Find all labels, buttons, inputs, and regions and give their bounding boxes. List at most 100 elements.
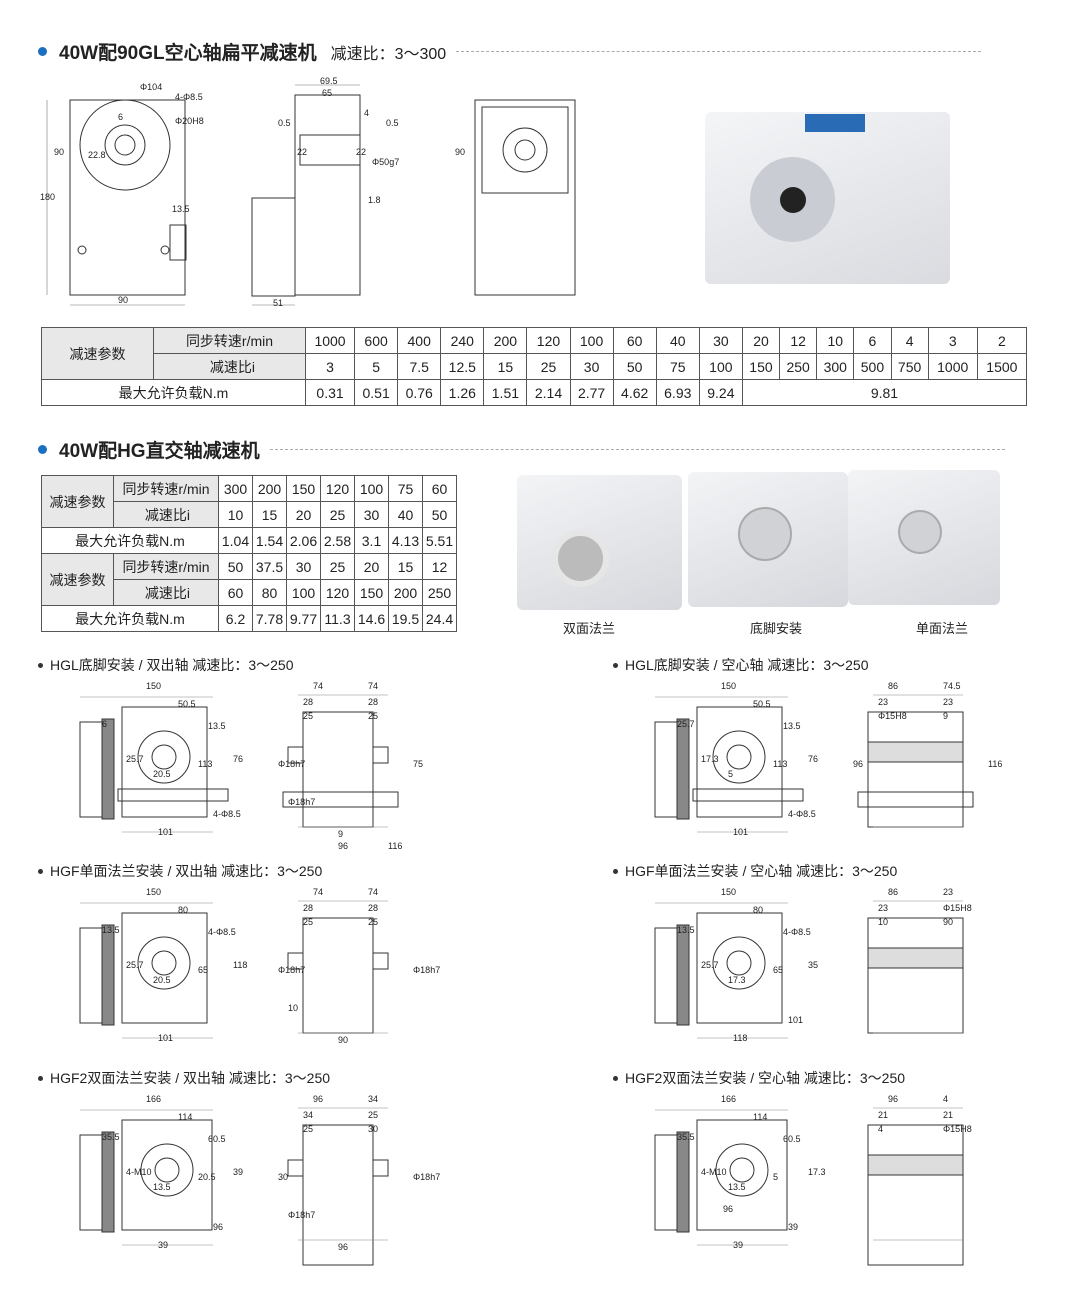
svg-text:Φ20H8: Φ20H8 [175,116,204,126]
dimension-label: 23 [943,697,953,707]
dimension-label: Φ18h7 [278,965,305,975]
load-cell: 7.78 [252,605,287,632]
speed-cell: 3 [927,327,978,354]
dimension-label: 114 [753,1112,767,1122]
speed-cell: 6 [853,327,892,354]
load-cell-merged: 9.81 [741,379,1028,406]
dimension-label: 13.5 [677,925,695,935]
load-cell: 0.31 [304,379,356,406]
ratio-cell: 750 [890,353,929,380]
dimension-label: 166 [146,1094,161,1104]
bullet-icon [38,1075,43,1081]
load-cell: 1.26 [440,379,485,406]
dimension-label: 118 [233,960,247,970]
load-cell: 5.51 [422,527,457,554]
ratio-cell: 20 [286,501,321,528]
speed-cell: 30 [286,553,321,580]
drawing-title: HGF2双面法兰安装 / 双出轴 减速比：3～250 [38,1068,330,1088]
ratio-cell: 1500 [976,353,1028,380]
speed-cell: 200 [252,475,287,502]
dimension-label: 35.5 [677,1132,695,1142]
svg-text:13.5: 13.5 [172,204,190,214]
ratio-cell: 200 [388,579,423,606]
dimension-label: 5 [773,1172,778,1182]
speed-cell: 37.5 [252,553,287,580]
dimension-label: 25.7 [126,960,144,970]
dimension-label: 25.7 [677,719,695,729]
dimension-label: 96 [213,1222,223,1232]
load-cell: 24.4 [422,605,457,632]
ratio-cell: 250 [779,353,818,380]
ratio-cell: 150 [741,353,781,380]
speed-cell: 15 [388,553,423,580]
drawing-title: HGF2双面法兰安装 / 空心轴 减速比：3～250 [613,1068,905,1088]
dimension-label: 20.5 [153,769,171,779]
photo-double-flange [517,475,682,610]
speed-cell: 150 [286,475,321,502]
dimension-label: 13.5 [783,721,801,731]
label-cell: 同步转速r/min [113,553,219,580]
svg-text:Φ50g7: Φ50g7 [372,157,399,167]
svg-text:180: 180 [40,192,55,202]
dimension-label: 17.3 [728,975,746,985]
dimension-label: 150 [146,681,161,691]
dimension-label: 76 [808,754,818,764]
load-cell: 2.06 [286,527,321,554]
speed-cell: 60 [422,475,457,502]
dimension-label: 28 [303,697,313,707]
svg-text:0.5: 0.5 [278,118,291,128]
load-cell: 11.3 [320,605,355,632]
dimension-label: Φ15H8 [943,1124,972,1134]
ratio-cell: 75 [655,353,700,380]
drawing-title: HGF单面法兰安装 / 空心轴 减速比：3～250 [613,861,897,881]
dimension-label: 96 [338,841,348,851]
dimension-label: 6 [102,719,107,729]
svg-text:65: 65 [322,88,332,98]
dimension-label: 20.5 [198,1172,216,1182]
svg-text:4: 4 [364,108,369,118]
ratio-cell: 3 [304,353,356,380]
dimension-label: 96 [853,759,863,769]
dimension-label: 75 [413,759,423,769]
dimension-label: Φ18h7 [288,1210,315,1220]
dimension-label: 21 [943,1110,953,1120]
speed-cell: 20 [741,327,781,354]
caption-single-flange: 单面法兰 [916,621,969,636]
load-cell: 9.24 [698,379,743,406]
dimension-label: 4-M10 [701,1167,727,1177]
ratio-cell: 15 [483,353,528,380]
label-cell: 最大允许负载N.m [41,527,219,554]
load-cell: 6.93 [655,379,700,406]
speed-cell: 12 [422,553,457,580]
caption-foot-mount: 底脚安装 [750,621,803,636]
dimension-label: 10 [878,917,888,927]
dimension-label: 80 [178,905,188,915]
dimension-label: 116 [388,841,402,851]
dimension-label: 80 [753,905,763,915]
dimension-label: 101 [158,827,173,837]
dimension-label: 25.7 [701,960,719,970]
drawing-title: HGL底脚安装 / 空心轴 减速比：3～250 [613,655,869,675]
speed-cell: 200 [483,327,528,354]
dimension-label: 74 [313,887,323,897]
dimension-label: 101 [158,1033,173,1043]
dimension-label: 50.5 [753,699,771,709]
dimension-label: 28 [368,903,378,913]
dimension-label: 25 [368,1110,378,1120]
dimension-label: 5 [728,769,733,779]
dimension-label: 9 [338,829,343,839]
dimension-label: 4-Φ8.5 [213,809,241,819]
section-title: 40W配90GL空心轴扁平减速机 [59,43,317,64]
load-cell: 0.76 [397,379,442,406]
dimension-label: 74.5 [943,681,961,691]
dimension-label: 4-Φ8.5 [788,809,816,819]
dimension-label: 17.3 [808,1167,826,1177]
dimension-label: 4-Φ8.5 [783,927,811,937]
dimension-label: 13.5 [728,1182,746,1192]
dimension-label: 23 [878,697,888,707]
dimension-label: 86 [888,887,898,897]
ratio-cell: 7.5 [397,353,442,380]
speed-cell: 100 [569,327,614,354]
ratio-cell: 5 [354,353,399,380]
svg-text:6: 6 [118,112,123,122]
